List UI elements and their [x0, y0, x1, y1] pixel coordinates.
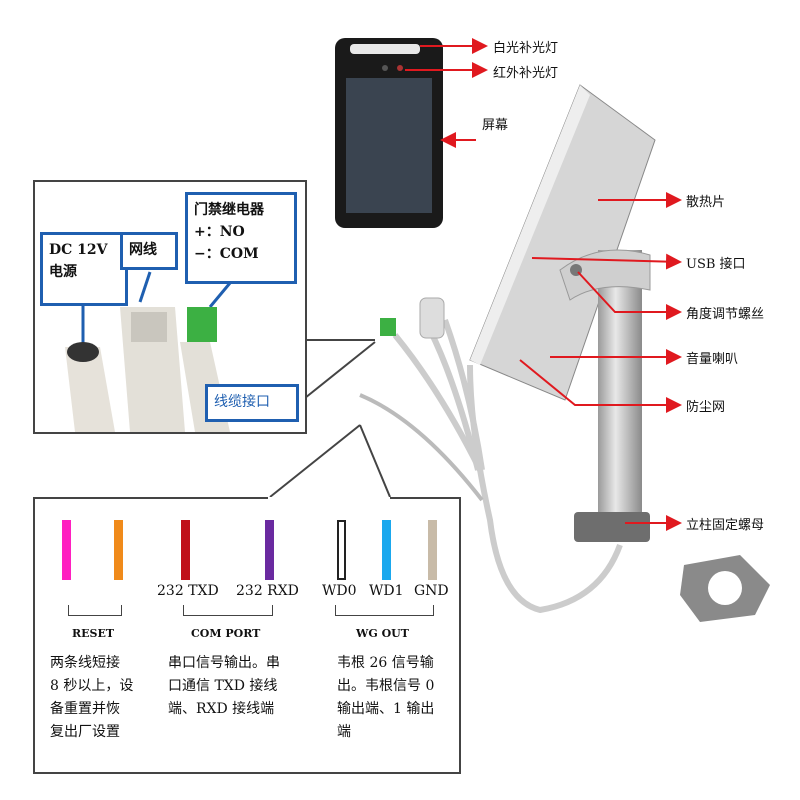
relay-no: +：NO: [194, 224, 245, 240]
group-com-port: COM PORT: [191, 627, 261, 640]
wire-wd1: [382, 520, 391, 580]
bracket-com: [183, 605, 273, 616]
cable-interface-panel: DC 12V 电源 网线 门禁继电器 +：NO −：COM 线缆接口: [33, 180, 307, 434]
wire-wd0: [337, 520, 346, 580]
callout-usb: USB 接口: [686, 257, 746, 272]
label-rxd: 232 RXD: [236, 583, 299, 599]
callout-screen: 屏幕: [482, 118, 509, 133]
power-sublabel: 电源: [49, 264, 77, 280]
callout-white-light: 白光补光灯: [493, 41, 559, 56]
device-front: [335, 38, 443, 228]
relay-terminal: [380, 318, 396, 336]
wire-gnd: [428, 520, 437, 580]
wire-reset-1: [62, 520, 71, 580]
label-gnd: GND: [414, 583, 449, 599]
power-label-box: DC 12V 电源: [40, 232, 128, 306]
network-label: 网线: [129, 242, 157, 258]
callout-angle-screw: 角度调节螺丝: [686, 307, 765, 322]
group-reset: RESET: [72, 627, 115, 640]
callout-heatsink: 散热片: [686, 195, 726, 210]
label-txd: 232 TXD: [157, 583, 219, 599]
label-wd1: WD1: [369, 583, 404, 599]
relay-title: 门禁继电器: [194, 202, 264, 218]
cable-interface-label-box: 线缆接口: [205, 384, 299, 422]
desc-com-port: 串口信号输出。串口通信 TXD 接线 端、RXD 接线端: [168, 655, 280, 717]
callout-dust-mesh: 防尘网: [686, 400, 726, 415]
cable-interface-label: 线缆接口: [214, 394, 270, 410]
relay-label-box: 门禁继电器 +：NO −：COM: [185, 192, 297, 284]
group-wg-out: WG OUT: [356, 627, 409, 640]
device-side: [469, 84, 770, 622]
callout-ir-light: 红外补光灯: [493, 66, 559, 81]
bracket-wg: [335, 605, 434, 616]
label-wd0: WD0: [322, 583, 357, 599]
desc-wg-out: 韦根 26 信号输出。韦根信号 0 输出端、1 输出端: [337, 655, 435, 740]
network-label-box: 网线: [120, 232, 178, 270]
callout-arrows: [405, 38, 682, 531]
relay-com: −：COM: [194, 246, 259, 262]
wire-reset-2: [114, 520, 123, 580]
power-label: DC 12V: [49, 242, 108, 258]
cables: [359, 318, 623, 614]
wire-rxd: [265, 520, 274, 580]
callout-speaker: 音量喇叭: [686, 352, 739, 367]
bracket-reset: [68, 605, 122, 616]
wire-txd: [181, 520, 190, 580]
callout-pillar-nut: 立柱固定螺母: [686, 518, 765, 533]
